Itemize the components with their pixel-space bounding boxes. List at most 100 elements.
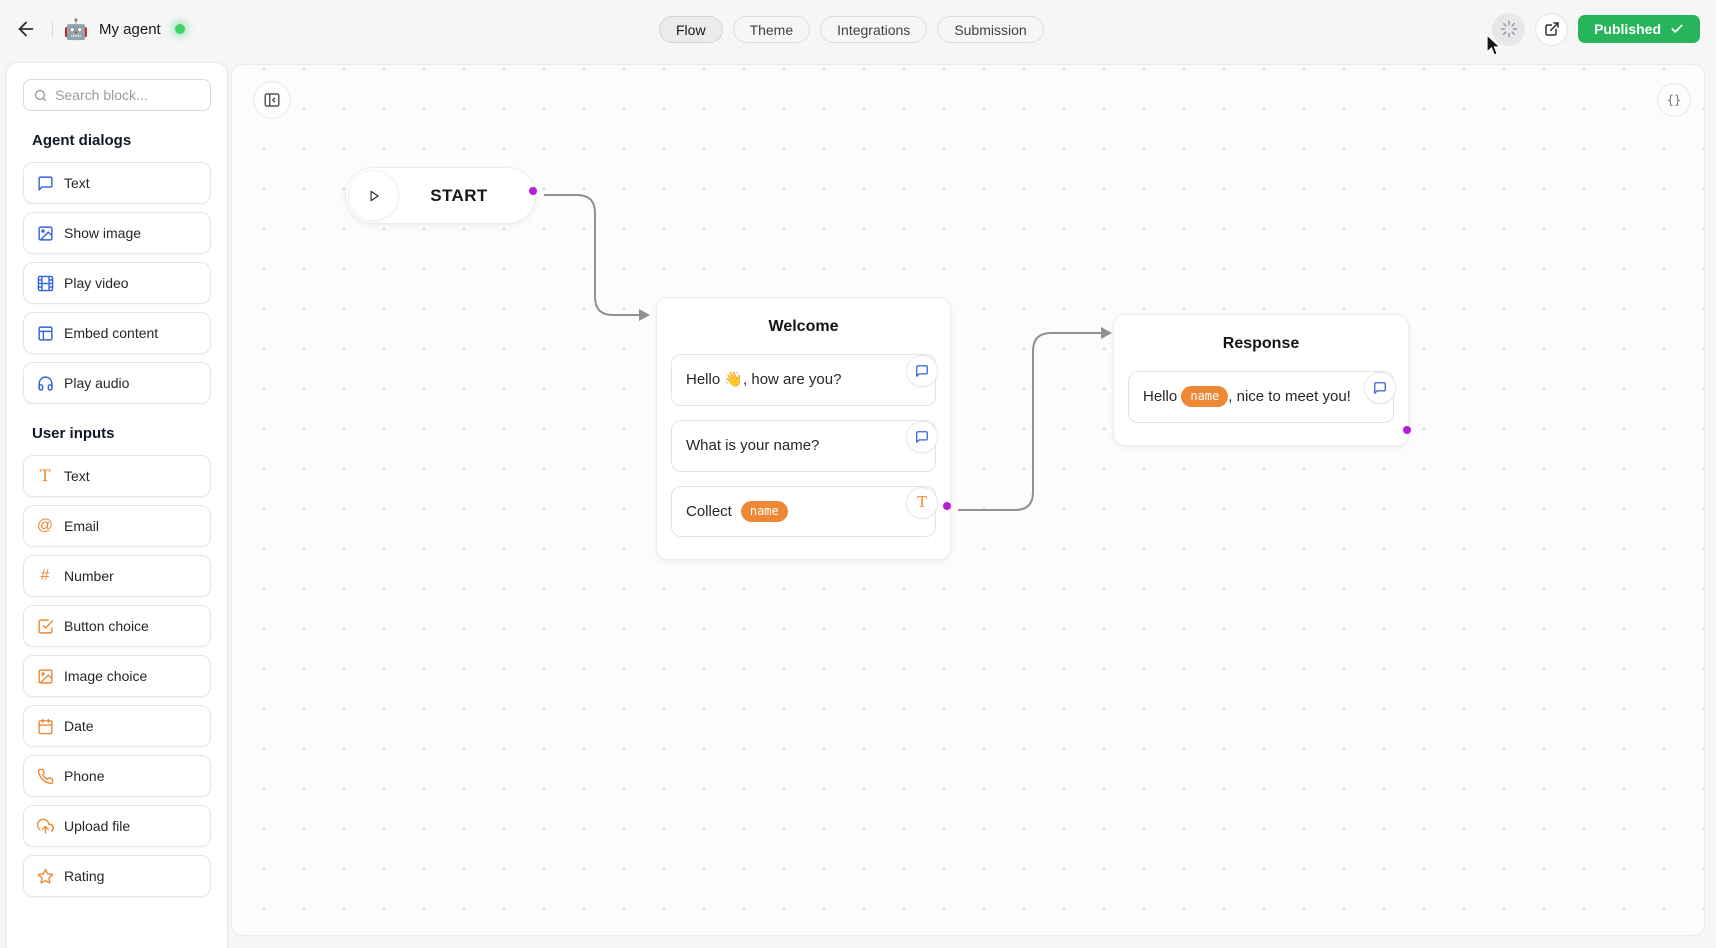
- sidebar-item-label: Text: [64, 468, 90, 484]
- tab-flow[interactable]: Flow: [659, 16, 723, 43]
- check-icon: [1671, 24, 1683, 33]
- block-text: What is your name?: [686, 436, 820, 454]
- sidebar-item-play-video[interactable]: Play video: [23, 262, 211, 304]
- headphones-icon: [36, 374, 54, 392]
- sidebar-item-text-bubble[interactable]: Text: [23, 162, 211, 204]
- collapse-sidebar-button[interactable]: [253, 81, 291, 119]
- divider: [52, 21, 53, 37]
- welcome-node[interactable]: Welcome Hello 👋, how are you? What is yo…: [656, 297, 951, 561]
- open-preview-button[interactable]: [1535, 12, 1569, 46]
- chat-bubble-icon: [1374, 382, 1386, 394]
- block-text-suffix: , nice to meet you!: [1228, 388, 1351, 405]
- published-button[interactable]: Published: [1578, 15, 1700, 43]
- sidebar-item-label: Number: [64, 568, 114, 584]
- blocks-sidebar: Agent dialogs Text Show image Play video…: [6, 62, 228, 948]
- sidebar-item-image-choice[interactable]: Image choice: [23, 655, 211, 697]
- search-input[interactable]: [55, 87, 200, 103]
- variable-chip[interactable]: name: [1181, 386, 1229, 408]
- sidebar-item-label: Button choice: [64, 618, 149, 634]
- sidebar-item-label: Play audio: [64, 375, 130, 391]
- sidebar-item-play-audio[interactable]: Play audio: [23, 362, 211, 404]
- tab-submission[interactable]: Submission: [937, 16, 1044, 43]
- text-input-icon: T: [916, 492, 927, 511]
- sidebar-item-number[interactable]: # Number: [23, 555, 211, 597]
- chat-bubble-icon: [36, 174, 54, 192]
- sidebar-item-date[interactable]: Date: [23, 705, 211, 747]
- node-title: Response: [1222, 335, 1300, 352]
- block-type-badge: [906, 420, 938, 453]
- sidebar-item-label: Upload file: [64, 818, 131, 834]
- upload-cloud-icon: [36, 817, 54, 835]
- text-block[interactable]: Hello 👋, how are you?: [671, 354, 938, 406]
- calendar-icon: [36, 717, 54, 735]
- code-view-button[interactable]: {}: [1657, 83, 1691, 117]
- view-tabs: Flow Theme Integrations Submission: [659, 16, 1044, 43]
- sidebar-item-button-choice[interactable]: Button choice: [23, 605, 211, 647]
- sidebar-item-email[interactable]: @ Email: [23, 505, 211, 547]
- star-icon: [36, 867, 54, 885]
- at-sign-icon: @: [36, 517, 54, 534]
- start-node[interactable]: START: [345, 167, 536, 224]
- sidebar-item-label: Rating: [64, 868, 105, 884]
- agent-dialogs-group: Text Show image Play video Embed content…: [23, 162, 211, 404]
- agent-name[interactable]: My agent: [99, 20, 161, 38]
- sidebar-item-embed-content[interactable]: Embed content: [23, 312, 211, 354]
- sidebar-item-label: Play video: [64, 275, 129, 291]
- play-icon: [370, 190, 379, 201]
- text-block[interactable]: What is your name?: [671, 419, 938, 472]
- sidebar-item-show-image[interactable]: Show image: [23, 212, 211, 254]
- chat-bubble-icon: [916, 430, 928, 443]
- image-icon: [36, 224, 54, 242]
- start-node-label: START: [430, 185, 488, 205]
- chat-bubble-icon: [916, 365, 928, 377]
- play-button[interactable]: [348, 170, 399, 221]
- layout-icon: [36, 324, 54, 342]
- panel-collapse-icon: [264, 93, 280, 107]
- published-label: Published: [1594, 21, 1661, 37]
- collect-input-block[interactable]: Collect name T: [671, 485, 938, 538]
- response-output-port[interactable]: [1403, 426, 1411, 434]
- text-block[interactable]: Hello name, nice to meet you!: [1128, 371, 1396, 423]
- tab-integrations[interactable]: Integrations: [820, 16, 928, 43]
- back-button[interactable]: [10, 13, 42, 45]
- block-search[interactable]: [23, 79, 211, 111]
- check-square-icon: [36, 617, 54, 635]
- flow-canvas[interactable]: {} START Welcome Hello 👋, how are you? W…: [231, 64, 1705, 936]
- sidebar-item-label: Phone: [64, 768, 105, 784]
- block-type-badge: [906, 355, 938, 387]
- start-output-port[interactable]: [529, 187, 537, 195]
- agent-avatar: 🤖: [63, 18, 89, 41]
- image-icon: [36, 667, 54, 685]
- search-icon: [35, 89, 47, 101]
- sidebar-item-upload-file[interactable]: Upload file: [23, 805, 211, 847]
- sidebar-item-text-input[interactable]: T Text: [23, 455, 211, 497]
- hash-icon: #: [40, 567, 50, 584]
- response-node[interactable]: Response Hello name, nice to meet you!: [1113, 314, 1409, 446]
- sidebar-item-label: Show image: [64, 225, 142, 241]
- tab-theme[interactable]: Theme: [732, 16, 811, 43]
- arrow-left-icon: [18, 21, 34, 37]
- block-text: Hello 👋, how are you?: [686, 371, 842, 388]
- sidebar-item-label: Embed content: [64, 325, 159, 341]
- sidebar-item-label: Email: [64, 518, 100, 534]
- sidebar-item-rating[interactable]: Rating: [23, 855, 211, 897]
- online-status-dot: [174, 24, 185, 34]
- section-title-user-inputs: User inputs: [32, 425, 115, 442]
- block-type-badge: [1364, 372, 1396, 404]
- block-text-prefix: Hello: [1143, 388, 1178, 405]
- top-bar: 🤖 My agent Flow Theme Integrations Submi…: [0, 0, 1716, 58]
- variable-chip[interactable]: name: [740, 500, 788, 523]
- external-link-icon: [1544, 22, 1559, 36]
- collect-output-port[interactable]: [943, 502, 951, 510]
- section-title-agent-dialogs: Agent dialogs: [32, 132, 132, 149]
- phone-icon: [36, 767, 54, 785]
- node-title: Welcome: [768, 318, 839, 335]
- loading-spinner-button[interactable]: [1492, 12, 1526, 46]
- block-text: Collect: [686, 502, 732, 520]
- sidebar-item-label: Text: [64, 175, 90, 191]
- spinner-icon: [1500, 20, 1517, 38]
- block-type-badge: T: [906, 486, 938, 519]
- sidebar-item-label: Image choice: [64, 668, 148, 684]
- user-inputs-group: T Text @ Email # Number Button choice Im…: [23, 455, 211, 897]
- sidebar-item-phone[interactable]: Phone: [23, 755, 211, 797]
